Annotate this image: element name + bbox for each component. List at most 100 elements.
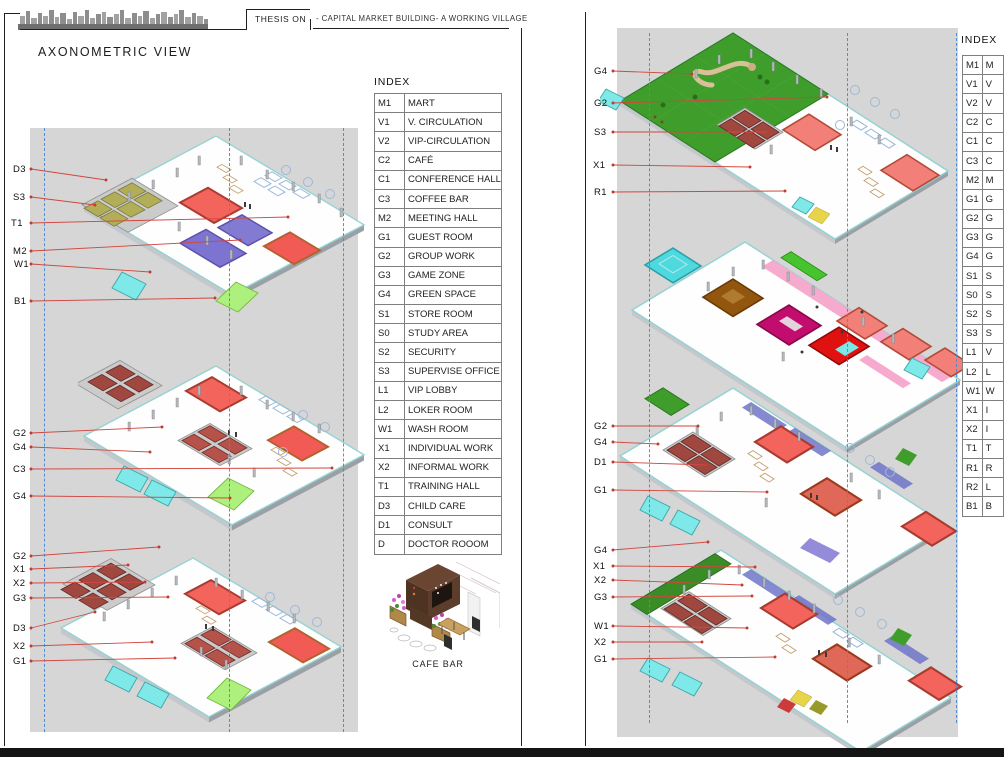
index-code-cell: C1	[374, 169, 405, 190]
index-code-cell: S3	[962, 323, 983, 344]
index-table-row: X2 INFORMAL WORK	[374, 457, 502, 478]
index-label-cell: S	[981, 323, 1004, 344]
index-table-row: S2 SECURITY	[374, 342, 502, 363]
index-label-cell: LOKER ROOM	[404, 399, 502, 421]
index-code-cell: C2	[962, 112, 983, 133]
plate-label: G2	[13, 551, 27, 562]
header-rule-under-skyline	[20, 29, 246, 30]
index-table-row: V1 V	[962, 74, 1004, 95]
index-label-cell: STUDY AREA	[404, 323, 502, 344]
index-code-cell: S1	[374, 304, 405, 325]
index-code-cell: V1	[962, 74, 983, 95]
index-label-cell: B	[981, 496, 1004, 517]
index-table-row: C2 CAFÉ	[374, 150, 502, 171]
index-table-row: G2 GROUP WORK	[374, 246, 502, 267]
index-table-row: D1 CONSULT	[374, 515, 502, 536]
index-table-row: W1 WASH ROOM	[374, 419, 502, 440]
index-label-cell: L	[981, 361, 1004, 383]
index-table-row: G1 GUEST ROOM	[374, 227, 502, 248]
grid-guide-line	[343, 128, 344, 732]
index-table-row: C2 C	[962, 112, 1004, 133]
thesis-box-right-tick	[310, 19, 311, 30]
index-code-cell: T1	[962, 438, 983, 459]
index-code-cell: C3	[374, 188, 405, 210]
index-label-cell: S	[981, 266, 1004, 287]
index-code-cell: L2	[374, 399, 405, 421]
index-label-cell: GUEST ROOM	[404, 227, 502, 248]
plate-label: S3	[594, 127, 607, 138]
index-table-row: C1 CONFERENCE HALL	[374, 169, 502, 190]
index-code-cell: V1	[374, 112, 405, 133]
plate-label: G4	[13, 442, 27, 453]
plate-label: G4	[594, 66, 608, 77]
floor-plate-right-1	[600, 32, 950, 244]
index-label-cell: V	[981, 93, 1004, 114]
index-code-cell: R1	[962, 457, 983, 479]
plate-label: G4	[13, 491, 27, 502]
index-code-cell: S0	[962, 285, 983, 306]
index-label-cell: CAFÉ	[404, 150, 502, 171]
index-code-cell: S1	[962, 266, 983, 287]
index-code-cell: L1	[374, 380, 405, 402]
index-label-cell: CHILD CARE	[404, 495, 502, 517]
index-code-cell: X1	[374, 438, 405, 459]
index-table-row: S2 S	[962, 304, 1004, 325]
plate-label: D3	[13, 164, 26, 175]
index-label-cell: S	[981, 304, 1004, 325]
index-table-row: G3 GAME ZONE	[374, 265, 502, 286]
index-label-cell: VIP LOBBY	[404, 380, 502, 402]
index-table-row: L2 L	[962, 361, 1004, 383]
plate-label: X2	[13, 578, 26, 589]
index-table-row: C1 C	[962, 131, 1004, 152]
index-table-row: S1 STORE ROOM	[374, 304, 502, 325]
index-code-cell: L1	[962, 342, 983, 364]
index-table-row: D DOCTOR ROOOM	[374, 534, 502, 555]
index-table-left: M1 MART V1 V. CIRCULATION V2 VIP-CIRCULA…	[374, 92, 502, 555]
floor-plate-left-2	[78, 360, 366, 531]
index-table-row: S3 S	[962, 323, 1004, 344]
index-code-cell: C1	[962, 131, 983, 152]
index-label-cell: C	[981, 131, 1004, 152]
index-label-cell: L	[981, 477, 1004, 498]
index-code-cell: T1	[374, 476, 405, 497]
index-table-row: G1 G	[962, 189, 1004, 210]
index-table-row: V2 V	[962, 93, 1004, 114]
panel-divider-right	[585, 12, 586, 746]
index-table-row: W1 W	[962, 381, 1004, 402]
plate-label: X2	[594, 575, 607, 586]
index-label-cell: S	[981, 285, 1004, 306]
cafe-bar-caption: CAFE BAR	[412, 659, 464, 669]
index-code-cell: D1	[374, 515, 405, 536]
index-code-cell: V2	[374, 131, 405, 152]
project-title: - CAPITAL MARKET BUILDING- A WORKING VIL…	[316, 14, 528, 23]
index-label-cell: COFFEE BAR	[404, 188, 502, 210]
index-table-row: B1 B	[962, 496, 1004, 517]
index-table-row: M1 MART	[374, 92, 502, 114]
plate-label: X2	[594, 637, 607, 648]
index-table-row: L1 V	[962, 342, 1004, 364]
index-code-cell: C3	[962, 150, 983, 172]
index-table-row: M2 MEETING HALL	[374, 208, 502, 229]
index-label-cell: SUPERVISE OFFICE	[404, 361, 502, 382]
index-code-cell: D3	[374, 495, 405, 517]
index-table-row: V1 V. CIRCULATION	[374, 112, 502, 133]
index-table-row: S3 SUPERVISE OFFICE	[374, 361, 502, 382]
cafe-bar-illustration	[389, 561, 500, 652]
index-label-cell: INFORMAL WORK	[404, 457, 502, 478]
index-code-cell: G4	[962, 246, 983, 268]
index-label-cell: WASH ROOM	[404, 419, 502, 440]
plate-label: G2	[594, 98, 608, 109]
page-title: AXONOMETRIC VIEW	[38, 45, 193, 59]
plate-label: G2	[13, 428, 27, 439]
index-table-row: M1 M	[962, 54, 1004, 76]
index-code-cell: X1	[962, 400, 983, 421]
plate-label: G3	[13, 593, 27, 604]
thesis-box-top-line	[246, 9, 310, 10]
index-table-row: M2 M	[962, 170, 1004, 191]
index-label-cell: C	[981, 112, 1004, 133]
index-table-row: G3 G	[962, 227, 1004, 248]
grid-guide-line	[649, 33, 650, 723]
plate-label: X1	[593, 160, 606, 171]
